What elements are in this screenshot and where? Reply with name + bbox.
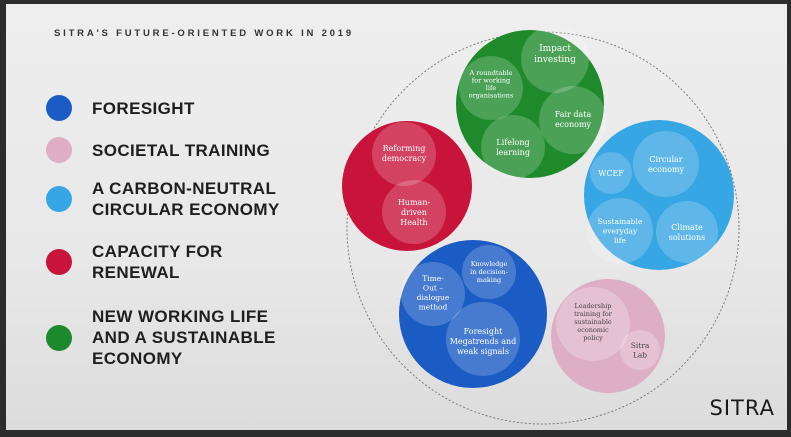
bubble-foresight — [399, 240, 547, 388]
bubble-lifelong-learning — [481, 115, 545, 179]
legend-label-working-life: NEW WORKING LIFE AND A SUSTAINABLE ECONO… — [92, 307, 276, 368]
bubble-fair-data — [539, 86, 607, 154]
legend-item-capacity-for-renewal: CAPACITY FOR RENEWAL — [46, 241, 223, 283]
bubble-impact-investing — [521, 25, 589, 93]
bubble-renewal — [342, 121, 472, 251]
legend-label-societal-training: SOCIETAL TRAINING — [92, 140, 271, 160]
bubble-leadership-training — [556, 287, 630, 361]
legend-item-foresight: FORESIGHT — [46, 95, 195, 121]
legend-item-circular-economy: A CARBON-NEUTRAL CIRCULAR ECONOMY — [46, 178, 280, 220]
legend-dot-foresight — [46, 95, 72, 121]
bubble-working-life — [456, 30, 604, 178]
bubble-knowledge — [462, 245, 516, 299]
legend-dot-capacity-for-renewal — [46, 249, 72, 275]
bubble-reforming-democracy — [372, 122, 436, 186]
legend-label-foresight: FORESIGHT — [92, 98, 195, 118]
legend-dot-societal-training — [46, 137, 72, 163]
bubble-sustainable-everyday-life — [587, 198, 653, 264]
legend-label-capacity-for-renewal: CAPACITY FOR RENEWAL — [92, 242, 223, 282]
legend-item-societal-training: SOCIETAL TRAINING — [46, 137, 270, 163]
bubble-human-driven-health — [382, 180, 446, 244]
legend-dot-working-life — [46, 324, 72, 351]
bubble-time-out — [401, 262, 465, 326]
bubble-circular — [584, 120, 734, 270]
bubble-circular-economy — [633, 131, 699, 197]
legend-dot-circular-economy — [46, 186, 72, 212]
bubble-wcef — [590, 152, 632, 194]
bubble-climate-solutions — [656, 201, 718, 263]
sitra-logo: SITRA — [709, 396, 775, 420]
bubble-roundtable — [459, 56, 523, 120]
legend-label-circular-economy: A CARBON-NEUTRAL CIRCULAR ECONOMY — [92, 179, 280, 219]
bubble-foresight-megatrends — [446, 302, 520, 376]
slide: SITRA'S FUTURE-ORIENTED WORK IN 2019 FOR… — [6, 4, 787, 430]
bubble-sitra-lab — [620, 330, 660, 370]
slide-title: SITRA'S FUTURE-ORIENTED WORK IN 2019 — [54, 28, 354, 39]
bubble-societal — [551, 279, 665, 393]
legend-item-working-life: NEW WORKING LIFE AND A SUSTAINABLE ECONO… — [46, 306, 276, 369]
label-wcef: WCEF — [598, 169, 624, 178]
outer-dashed-circle — [346, 31, 740, 425]
